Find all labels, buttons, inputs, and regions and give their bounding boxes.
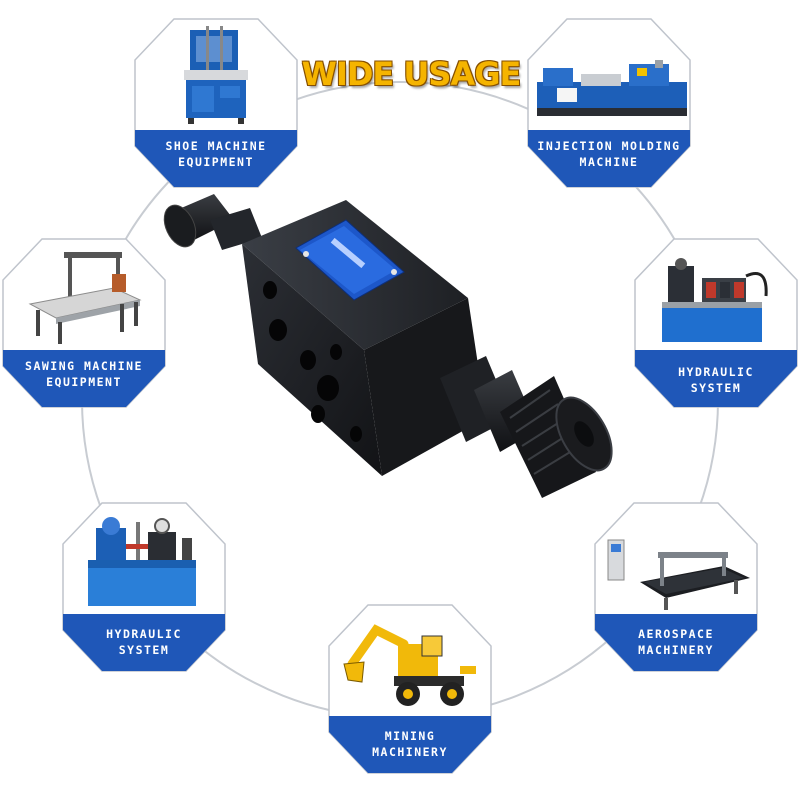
app-card-injection-molding: INJECTION MOLDING MACHINE bbox=[527, 18, 691, 188]
right-adjust-knob bbox=[440, 356, 613, 498]
nameplate bbox=[295, 219, 405, 301]
app-label-line: SHOE MACHINE bbox=[165, 139, 267, 153]
app-card-hydraulic-system-right: HYDRAULIC SYSTEM bbox=[634, 238, 798, 408]
sawing-machine-illustration bbox=[28, 252, 142, 344]
excavator-illustration bbox=[343, 624, 476, 706]
hydraulic-valve-illustration bbox=[163, 194, 613, 498]
app-label-line: MINING bbox=[384, 729, 436, 743]
app-label-line: SAWING MACHINE bbox=[25, 359, 143, 373]
app-label-line: SYSTEM bbox=[118, 643, 170, 657]
app-label-line: EQUIPMENT bbox=[46, 375, 122, 389]
app-card-hydraulic-system-left: HYDRAULIC SYSTEM bbox=[62, 502, 226, 672]
app-label-line: SYSTEM bbox=[690, 381, 742, 395]
app-label-line: INJECTION MOLDING bbox=[537, 139, 681, 153]
app-label-line: HYDRAULIC bbox=[678, 365, 754, 379]
app-label-line: MACHINERY bbox=[372, 745, 448, 759]
shoe-machine-illustration bbox=[184, 26, 248, 124]
hydraulic-system-illustration bbox=[662, 258, 768, 342]
app-card-aerospace-machinery: AEROSPACE MACHINERY bbox=[594, 502, 758, 672]
app-card-mining-machinery: MINING MACHINERY bbox=[328, 604, 492, 774]
page-title: WIDE USAGE bbox=[301, 55, 522, 93]
valve-ports bbox=[263, 281, 362, 442]
hydraulic-system-illustration bbox=[88, 517, 196, 606]
app-label-line: EQUIPMENT bbox=[178, 155, 254, 169]
left-adjust-knob bbox=[163, 194, 262, 250]
app-label-line: AEROSPACE bbox=[638, 627, 714, 641]
app-card-sawing-machine: SAWING MACHINE EQUIPMENT bbox=[2, 238, 166, 408]
injection-molding-machine-illustration bbox=[537, 60, 687, 116]
app-label-line: MACHINERY bbox=[638, 643, 714, 657]
aerospace-machinery-illustration bbox=[607, 539, 750, 610]
app-label-line: MACHINE bbox=[579, 155, 639, 169]
app-card-shoe-machine: SHOE MACHINE EQUIPMENT bbox=[134, 18, 298, 188]
app-label-line: HYDRAULIC bbox=[106, 627, 182, 641]
